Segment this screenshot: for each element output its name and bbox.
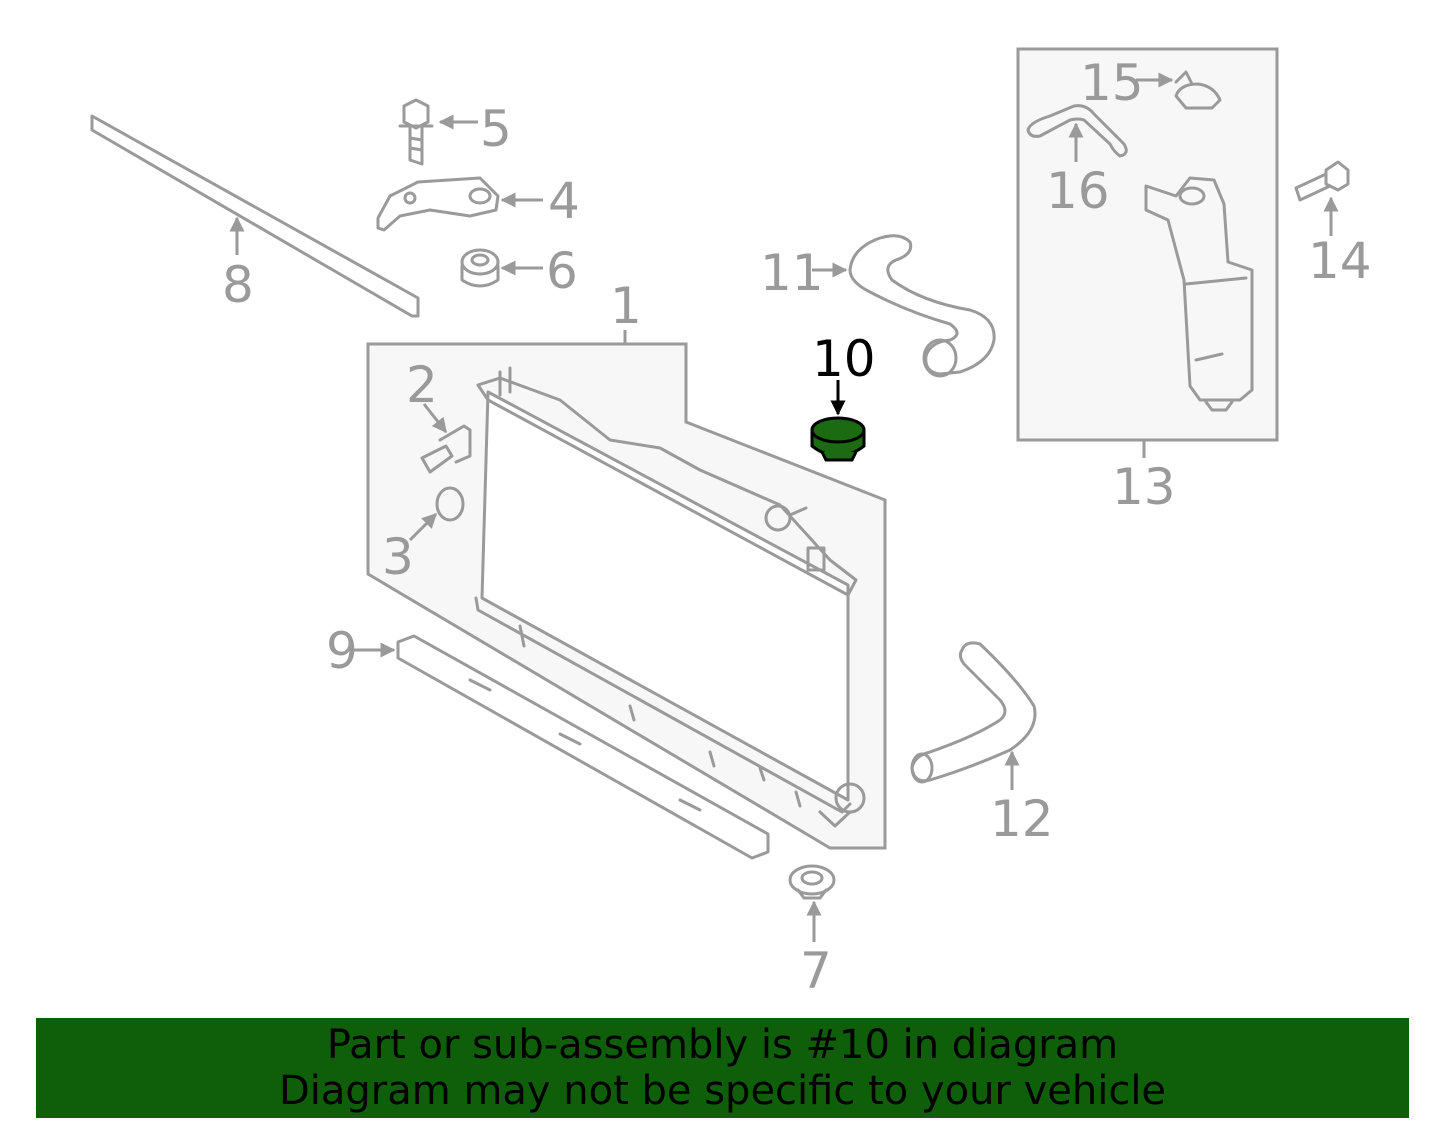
radiator-cap-10: [810, 416, 866, 462]
callout-13: 13: [1112, 458, 1176, 516]
bracket-4: [376, 176, 500, 232]
callout-4: 4: [548, 172, 580, 230]
callout-16: 16: [1046, 162, 1110, 220]
grommet-7: [788, 864, 836, 900]
reservoir-cap-15: [1174, 70, 1222, 110]
callout-15: 15: [1080, 54, 1144, 112]
callout-8: 8: [222, 256, 254, 314]
bolt-14: [1294, 160, 1350, 202]
o-ring-3: [435, 486, 465, 522]
drain-plug-2: [420, 424, 472, 474]
callout-10: 10: [812, 330, 876, 388]
callout-6: 6: [546, 242, 578, 300]
callout-7: 7: [800, 942, 832, 1000]
callout-14: 14: [1308, 232, 1372, 290]
banner-line-2: Diagram may not be specific to your vehi…: [278, 1068, 1167, 1114]
callout-2: 2: [406, 356, 438, 414]
callout-9: 9: [326, 622, 358, 680]
reservoir-assembly-panel: [1016, 47, 1279, 442]
banner-line-1: Part or sub-assembly is #10 in diagram: [326, 1022, 1119, 1068]
callout-5: 5: [480, 100, 512, 158]
callout-11: 11: [760, 244, 824, 302]
bolt-5: [398, 98, 434, 166]
info-banner: Part or sub-assembly is #10 in diagram D…: [36, 1018, 1409, 1118]
upper-hose-11: [848, 234, 996, 376]
grommet-6: [460, 248, 500, 288]
upper-seal-strip: [90, 114, 420, 318]
callout-12: 12: [990, 790, 1054, 848]
lower-seal-strip: [396, 634, 770, 860]
callout-1: 1: [610, 277, 642, 335]
overflow-hose-16: [1026, 104, 1128, 158]
reservoir-tank: [1144, 176, 1254, 412]
radiator: [474, 366, 866, 828]
callout-3: 3: [382, 528, 414, 586]
